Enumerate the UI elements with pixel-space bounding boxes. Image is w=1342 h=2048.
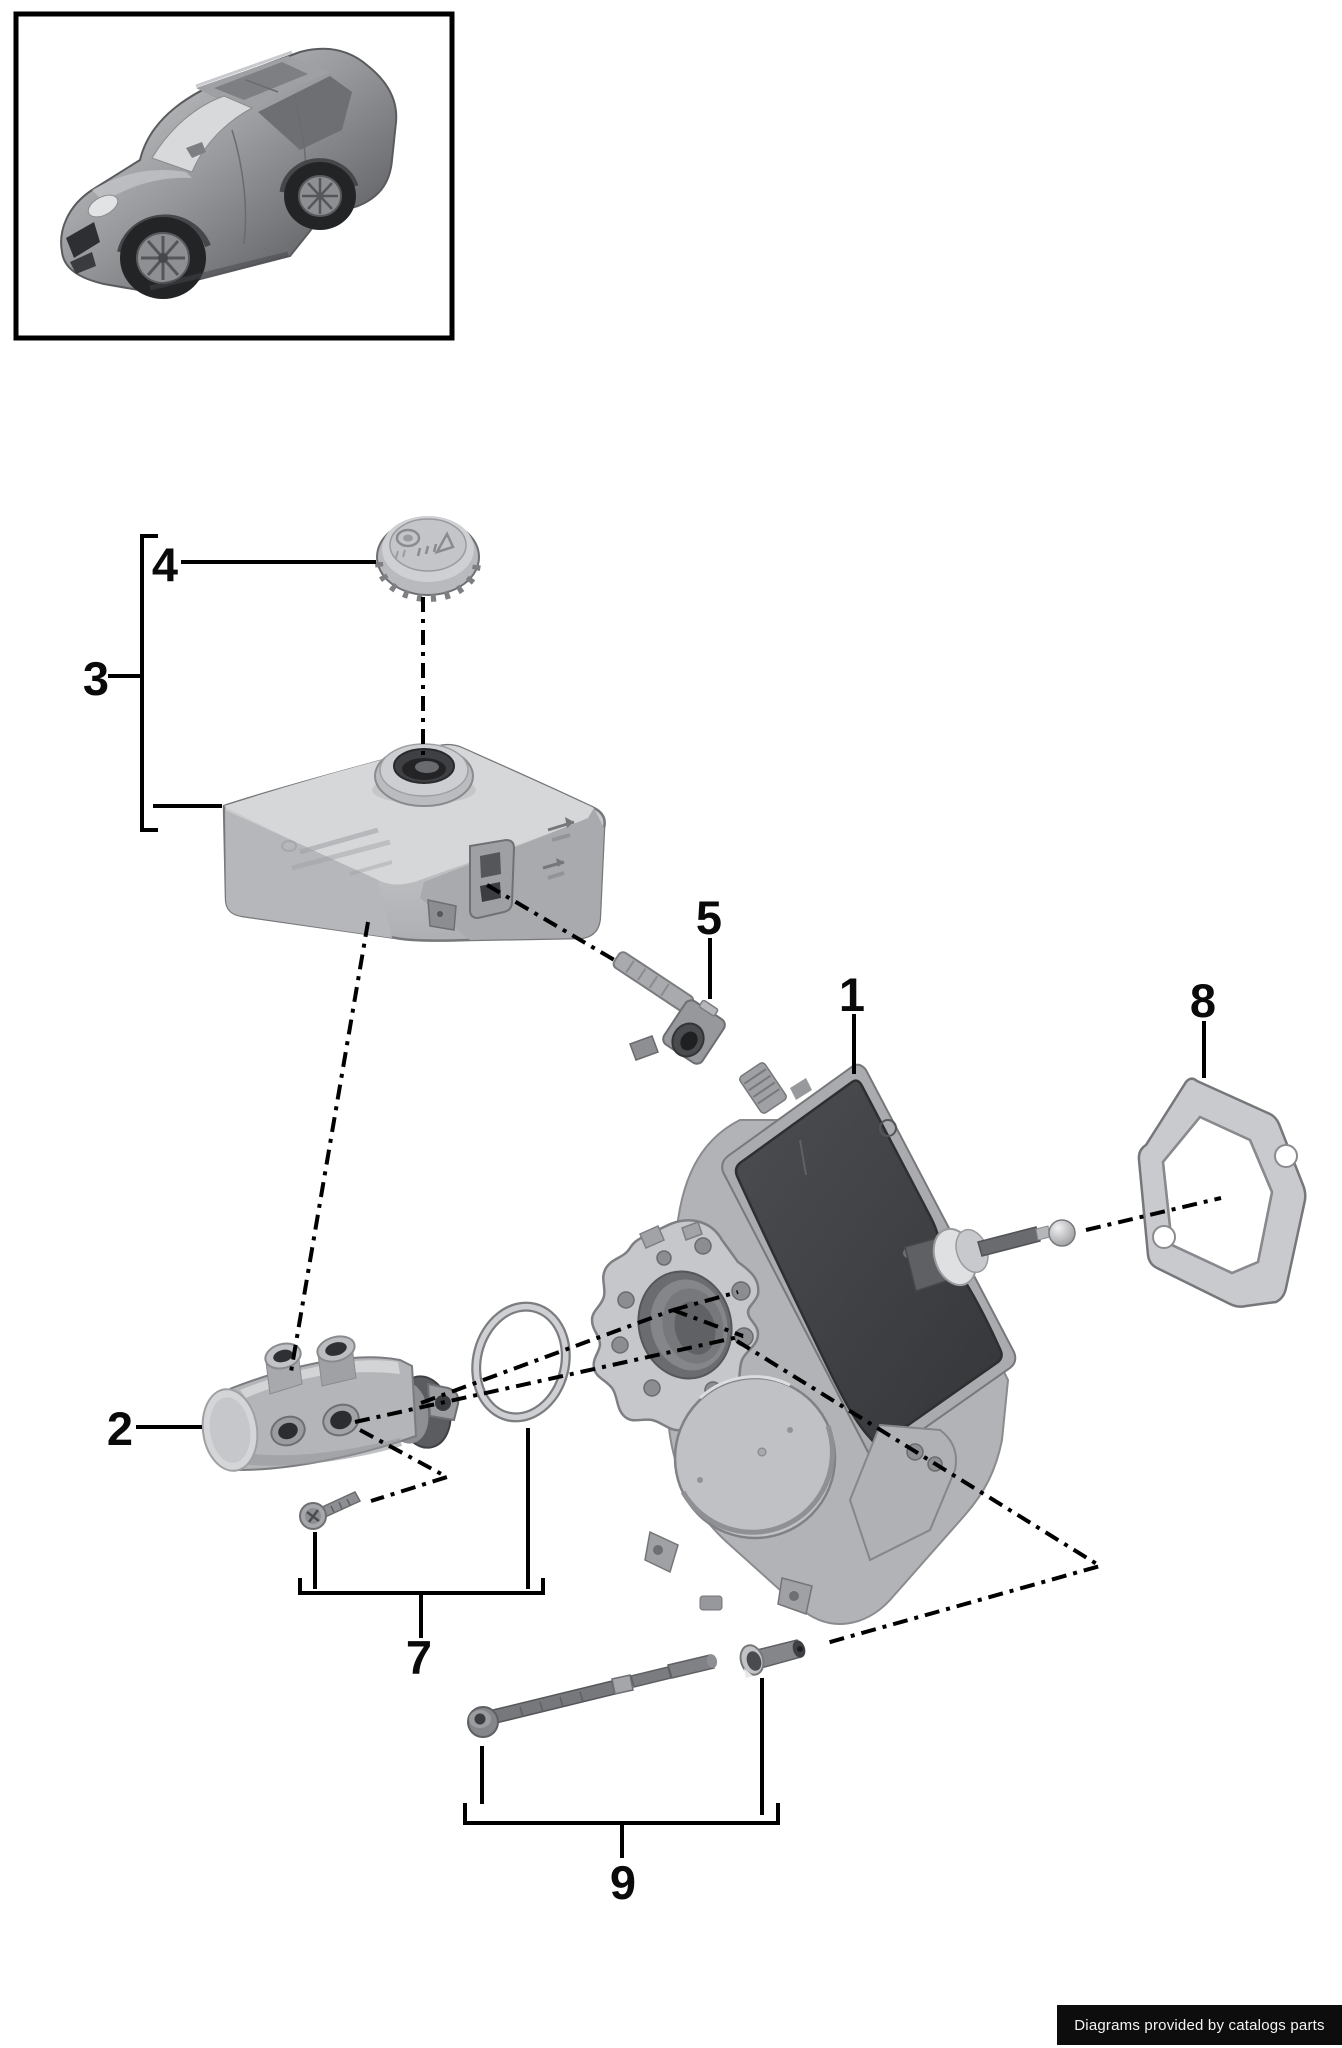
flange-bolt-holes (611, 1237, 754, 1399)
bracket-callout-7 (298, 1578, 545, 1595)
reservoir-port-front (264, 1342, 303, 1395)
car-intake (70, 252, 96, 274)
callout-5: 5 (696, 891, 722, 944)
rear-rim-spokes (302, 178, 338, 214)
reservoir-molded-markings (281, 827, 393, 876)
motor-clamps (644, 1530, 813, 1615)
reservoir-bottom-clip (427, 899, 457, 931)
bolt-shaft (492, 1680, 616, 1724)
o-ring-illustration (471, 1301, 571, 1423)
o-ring-outer (471, 1301, 571, 1423)
bolt-collar (611, 1674, 634, 1695)
attribution-text: Diagrams provided by catalogs parts (1074, 2016, 1325, 2034)
gasket-body (1137, 1077, 1307, 1308)
sensor-latch (698, 999, 719, 1017)
mounting-bolt-illustration (467, 1654, 718, 1738)
outlet-boss-front (270, 1415, 306, 1447)
sleeve-hole (797, 1646, 803, 1652)
sensor-socket (469, 838, 516, 920)
o-ring-highlight (473, 1303, 569, 1421)
outlet-boss-rear (322, 1403, 360, 1437)
car-hood (92, 170, 192, 202)
callout-3: 3 (83, 652, 109, 705)
car-sunroof (214, 62, 308, 100)
booster-lower-right-housing (848, 1423, 957, 1562)
fluid-reservoir-illustration (222, 743, 606, 942)
vehicle-thumbnail-box (13, 11, 455, 341)
reservoir-cap-illustration (375, 516, 481, 602)
axis-reservoir-to-cylinder (289, 921, 370, 1373)
cap-warning-triangle-icon (434, 531, 455, 555)
car-grille (66, 222, 100, 258)
cover-tab (790, 1078, 812, 1100)
callout-1: 1 (839, 968, 865, 1021)
axis-booster-to-sleeve (735, 1339, 1105, 1646)
gasket-hole-bottom (1152, 1225, 1176, 1249)
reservoir-front-face (225, 810, 392, 938)
bolt-tip (667, 1654, 715, 1679)
level-sensor-illustration (612, 951, 726, 1065)
brake-booster-illustration (590, 1035, 1076, 1625)
rear-wheel-arch (279, 158, 359, 193)
gasket-hole-top (1274, 1144, 1298, 1168)
bracket-callout-3 (140, 534, 158, 832)
reservoir-port-rear (316, 1335, 357, 1387)
pushrod-assembly (904, 1219, 1076, 1292)
callout-9: 9 (610, 1856, 636, 1909)
callout-4: 4 (152, 538, 178, 591)
mounting-screw-illustration (299, 1491, 362, 1530)
pushrod-ball-end (1048, 1219, 1076, 1247)
gasket-illustration (1137, 1077, 1307, 1308)
pushrod-shaft (977, 1226, 1041, 1257)
car-headlight (87, 194, 119, 218)
callout-8: 8 (1190, 974, 1216, 1027)
screw-recess (306, 1509, 320, 1523)
leader-lines (108, 534, 1206, 1858)
porsche-cayenne-illustration (60, 47, 398, 299)
bracket-callout-9 (463, 1803, 780, 1825)
axis-cylinder-to-flange-upper (420, 1308, 674, 1405)
flange-cutout-2 (681, 1221, 703, 1241)
cap-manual-icon (416, 543, 438, 557)
attribution-bar: Diagrams provided by catalogs parts (1057, 2005, 1342, 2045)
flange-cutout (639, 1225, 665, 1249)
axis-socket-to-sensor (485, 883, 618, 963)
axis-pushrod-to-gasket (1085, 1196, 1222, 1232)
housing-stud (629, 1035, 659, 1061)
bolt-socket (474, 1713, 486, 1725)
car-mirror (186, 142, 206, 158)
axis-cylinder-to-flange-lower (354, 1334, 744, 1424)
spacer-sleeve-illustration (739, 1639, 806, 1678)
cap-ribs (375, 561, 481, 602)
callout-2: 2 (107, 1402, 133, 1455)
assembly-axis-lines (289, 597, 1222, 1646)
booster-motor (673, 1375, 837, 1540)
master-cylinder-illustration (201, 1335, 460, 1472)
housing-serrated-block (739, 1062, 787, 1114)
min-level-marking (542, 858, 565, 880)
mounting-flange-plate (590, 1219, 760, 1432)
cap-fluid-icon (395, 528, 421, 548)
max-level-marking (547, 817, 575, 842)
car-side-windows (258, 76, 352, 150)
callout-numbers: 1 2 3 4 5 7 8 9 (83, 538, 1216, 1909)
callout-7: 7 (406, 1631, 432, 1684)
